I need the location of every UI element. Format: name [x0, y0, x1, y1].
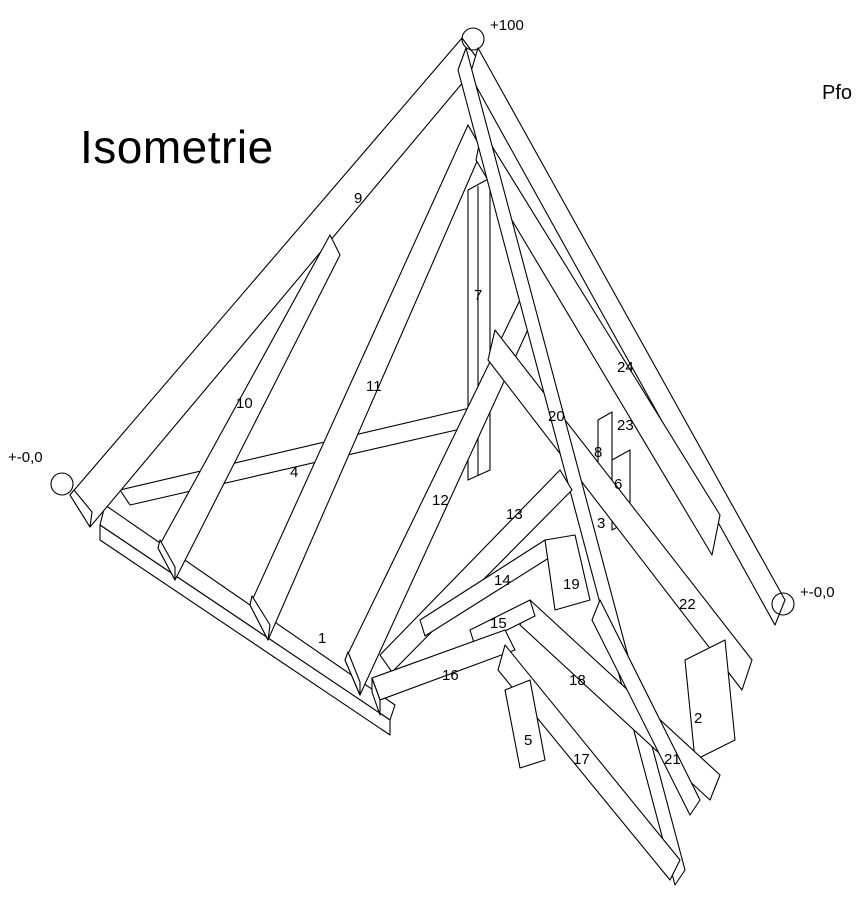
- cut-off-label: Pfo: [822, 82, 853, 104]
- member-label-13: 13: [506, 506, 523, 523]
- rafter-17: [497, 644, 681, 881]
- left-marker-circle: [50, 472, 74, 496]
- roof-structure: [50, 27, 795, 886]
- block-19: [544, 534, 591, 611]
- member-label-12: 12: [432, 492, 449, 509]
- beam-1-wall-plate-front-side: [99, 524, 391, 736]
- member-label-7: 7: [474, 287, 482, 304]
- apex-marker-circle: [461, 27, 485, 51]
- member-label-23: 23: [617, 417, 634, 434]
- member-label-24: 24: [617, 359, 634, 376]
- rafter-11-end: [249, 595, 271, 641]
- rafter-21: [591, 599, 701, 816]
- diagram-title: Isometrie: [80, 121, 274, 173]
- member-labels: 1 2 3 4 5 6 7 8 9 10 11 12 13 14 15 16 1…: [236, 190, 702, 768]
- member-label-16: 16: [442, 667, 459, 684]
- member-label-5: 5: [524, 732, 532, 749]
- right-marker-circle: [771, 592, 795, 616]
- member-label-10: 10: [236, 395, 253, 412]
- member-label-19: 19: [563, 576, 580, 593]
- rafter-10-end: [157, 539, 176, 581]
- beam-1-wall-plate-front: [99, 504, 396, 721]
- member-label-2: 2: [694, 710, 702, 727]
- member-label-8: 8: [594, 444, 602, 461]
- member-label-22: 22: [679, 596, 696, 613]
- block-5: [504, 679, 546, 769]
- beam-16-side: [371, 677, 381, 716]
- apex-elevation: +100: [490, 17, 524, 34]
- member-label-9: 9: [354, 190, 362, 207]
- member-label-21: 21: [664, 751, 681, 768]
- member-label-15: 15: [490, 615, 507, 632]
- member-label-20: 20: [548, 408, 565, 425]
- member-label-6: 6: [614, 476, 622, 493]
- member-label-3: 3: [597, 515, 605, 532]
- member-label-17: 17: [573, 751, 590, 768]
- block-2: [684, 639, 736, 761]
- right-elevation: +-0,0: [800, 584, 835, 601]
- beam-15: [469, 599, 536, 647]
- rafter-23: [475, 129, 721, 556]
- left-elevation: +-0,0: [8, 449, 43, 466]
- member-label-18: 18: [569, 672, 586, 689]
- member-label-1: 1: [318, 630, 326, 647]
- member-label-4: 4: [290, 464, 298, 481]
- member-label-14: 14: [494, 572, 511, 589]
- member-label-11: 11: [366, 378, 382, 395]
- rafter-24-hip-right: [469, 47, 786, 626]
- rafter-12-end: [344, 651, 361, 696]
- rafter-9-end: [69, 489, 93, 528]
